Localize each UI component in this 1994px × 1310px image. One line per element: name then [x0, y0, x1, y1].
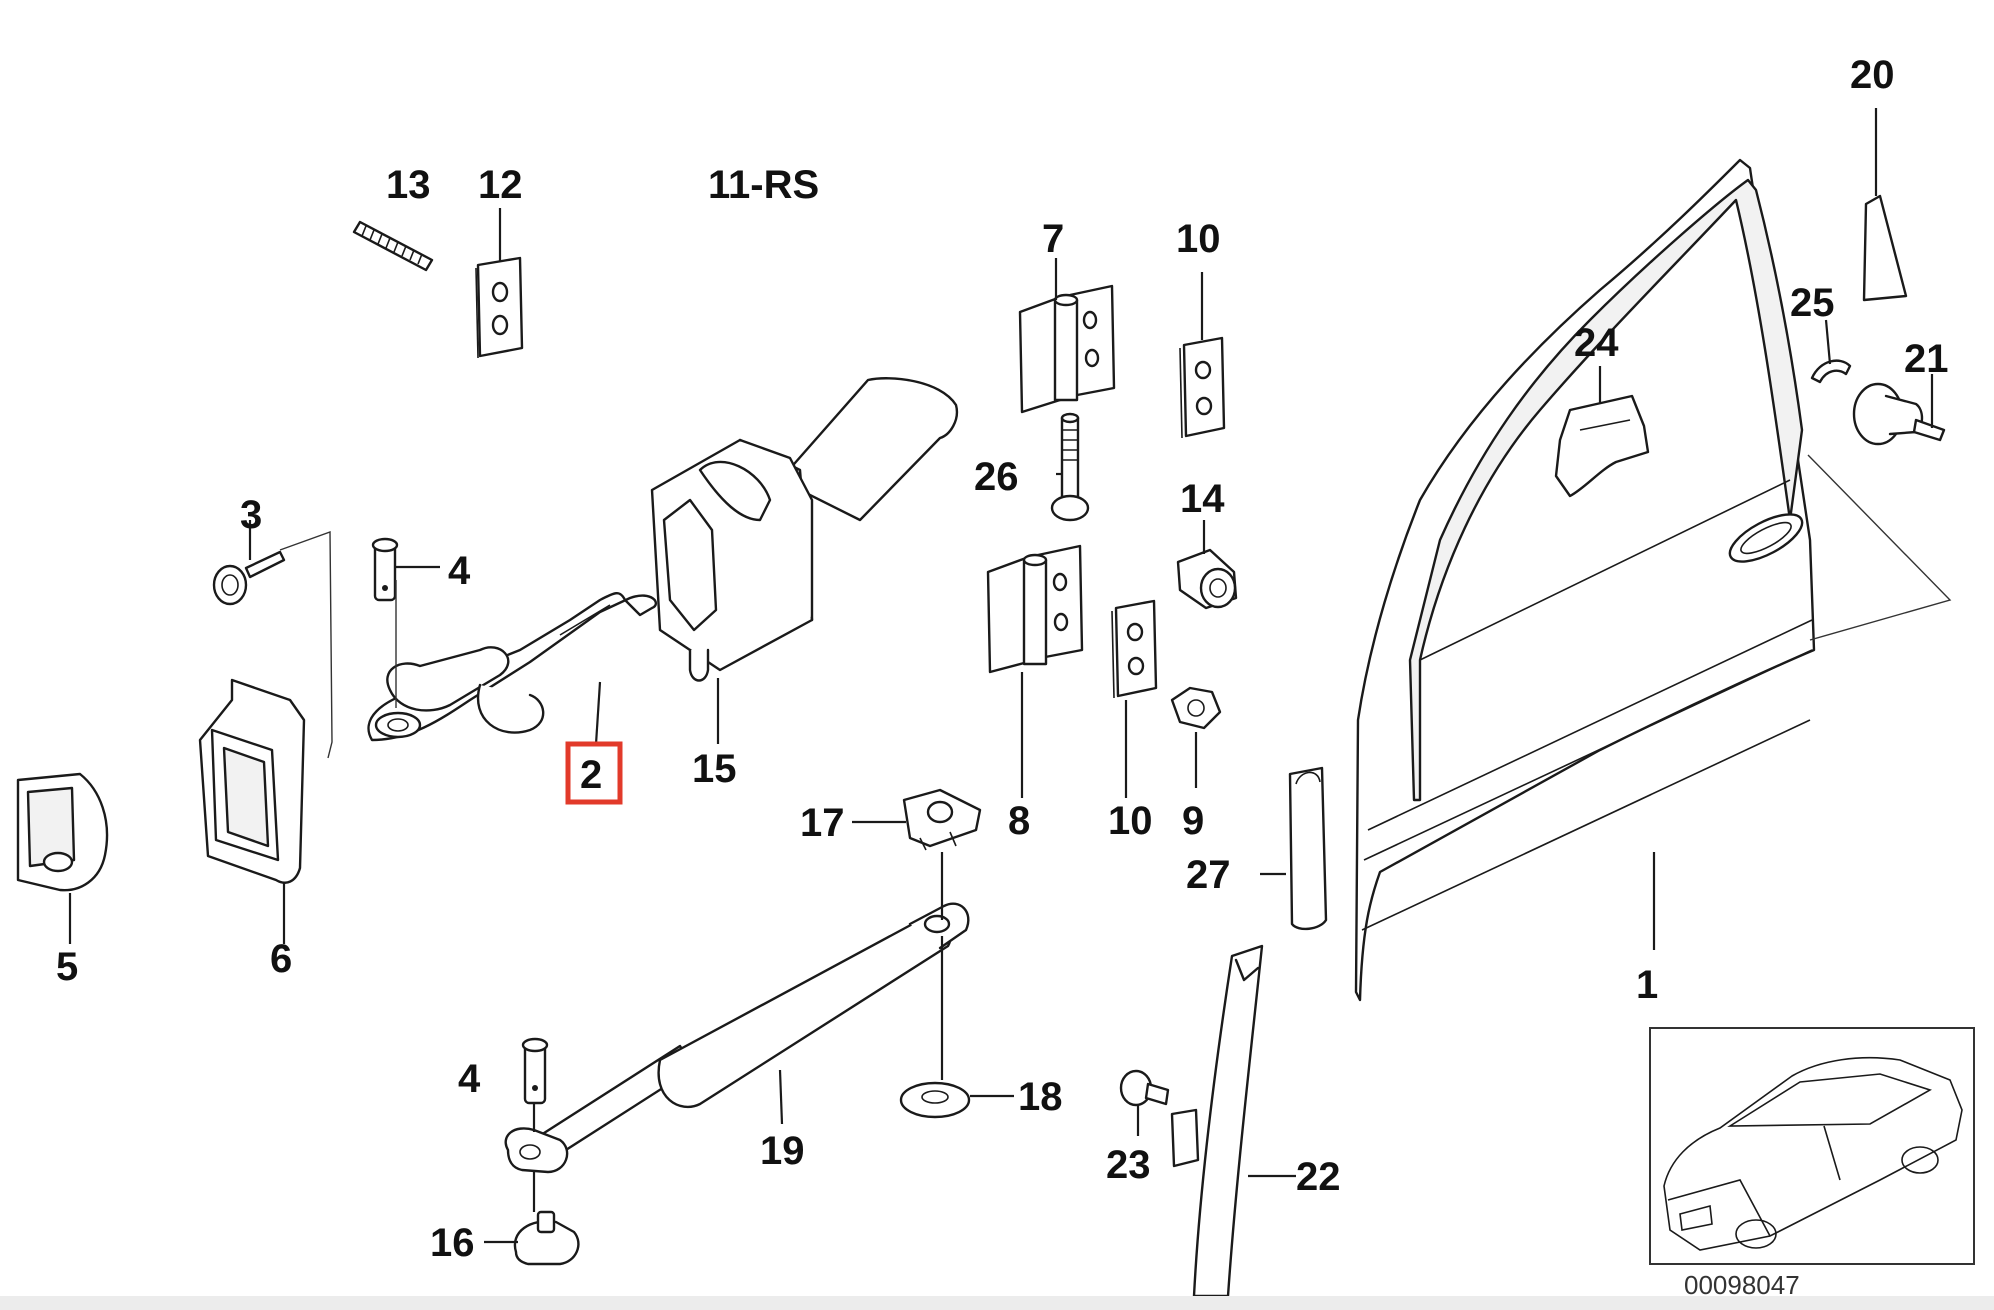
- callout-25: 25: [1790, 281, 1835, 325]
- callout-5: 5: [56, 945, 78, 989]
- part-6-seal-frame: [198, 678, 306, 884]
- callout-19: 19: [760, 1129, 805, 1173]
- callout-labels: 13 12 11-RS 3 4 2 15 5 6 7 10 26 14 8 10…: [56, 53, 1949, 1265]
- callout-8: 8: [1008, 799, 1030, 843]
- callout-26: 26: [974, 455, 1019, 499]
- callout-4-lower: 4: [458, 1057, 481, 1101]
- part-26-hinge-bolt: [1050, 412, 1090, 522]
- callout-16: 16: [430, 1221, 475, 1265]
- callout-6: 6: [270, 937, 292, 981]
- car-inset-thumbnail: [1649, 1027, 1975, 1265]
- part-10-plate-lower: [1111, 599, 1158, 699]
- part-20-wedge: [1862, 194, 1908, 302]
- assembly-lines: [279, 454, 1952, 759]
- part-14-bushing: [1176, 548, 1238, 610]
- part-18-washer: [899, 1081, 971, 1119]
- group-label: 11-RS: [708, 163, 819, 207]
- reference-number: 00098047: [1684, 1270, 1800, 1300]
- part-4-pin-top: [371, 537, 399, 602]
- callout-21: 21: [1904, 337, 1949, 381]
- callout-1: 1: [1636, 963, 1658, 1007]
- part-10-plate-top: [1179, 336, 1226, 439]
- part-17-clip-nut: [902, 788, 982, 851]
- part-16-clip: [513, 1210, 580, 1266]
- callout-14: 14: [1180, 477, 1225, 521]
- callout-7: 7: [1042, 217, 1064, 261]
- callout-3: 3: [240, 493, 262, 537]
- callout-10-lower: 10: [1108, 799, 1153, 843]
- callout-27: 27: [1186, 853, 1231, 897]
- callout-20: 20: [1850, 53, 1895, 97]
- part-24-cover: [1554, 394, 1650, 498]
- part-4-pin-lower: [521, 1037, 549, 1105]
- part-25-clip-ring: [1810, 359, 1852, 384]
- part-9-nut: [1170, 686, 1222, 730]
- callout-2: 2: [580, 753, 602, 797]
- callout-4-top: 4: [448, 549, 471, 593]
- callout-23: 23: [1106, 1143, 1151, 1187]
- bottom-border: [0, 1296, 1994, 1310]
- part-19-gas-strut: [504, 902, 970, 1174]
- part-12-plate: [475, 256, 524, 359]
- part-21-lock-cylinder: [1852, 382, 1946, 446]
- callout-10-top: 10: [1176, 217, 1221, 261]
- highlight-box: [565, 741, 623, 805]
- leader-lines: [68, 108, 1934, 1244]
- callout-9: 9: [1182, 799, 1204, 843]
- callout-12: 12: [478, 163, 523, 207]
- callout-15: 15: [692, 747, 737, 791]
- part-22-pillar-trim: [1170, 944, 1264, 1298]
- part-15-check-housing: [650, 377, 959, 682]
- part-13-threaded-rod: [352, 220, 434, 272]
- part-23-bolt: [1119, 1069, 1170, 1107]
- part-7-upper-hinge: [1018, 284, 1116, 414]
- part-5-grommet: [16, 772, 109, 892]
- callout-13: 13: [386, 163, 431, 207]
- callout-17: 17: [800, 801, 845, 845]
- part-2-door-check-strap: [367, 592, 658, 742]
- part-27-cover: [1288, 766, 1328, 931]
- callout-24: 24: [1574, 321, 1619, 365]
- callout-18: 18: [1018, 1075, 1063, 1119]
- part-3-bolt: [212, 550, 286, 606]
- callout-22: 22: [1296, 1155, 1341, 1199]
- part-8-lower-hinge: [986, 544, 1084, 674]
- part-1-front-door: [1354, 158, 1816, 1002]
